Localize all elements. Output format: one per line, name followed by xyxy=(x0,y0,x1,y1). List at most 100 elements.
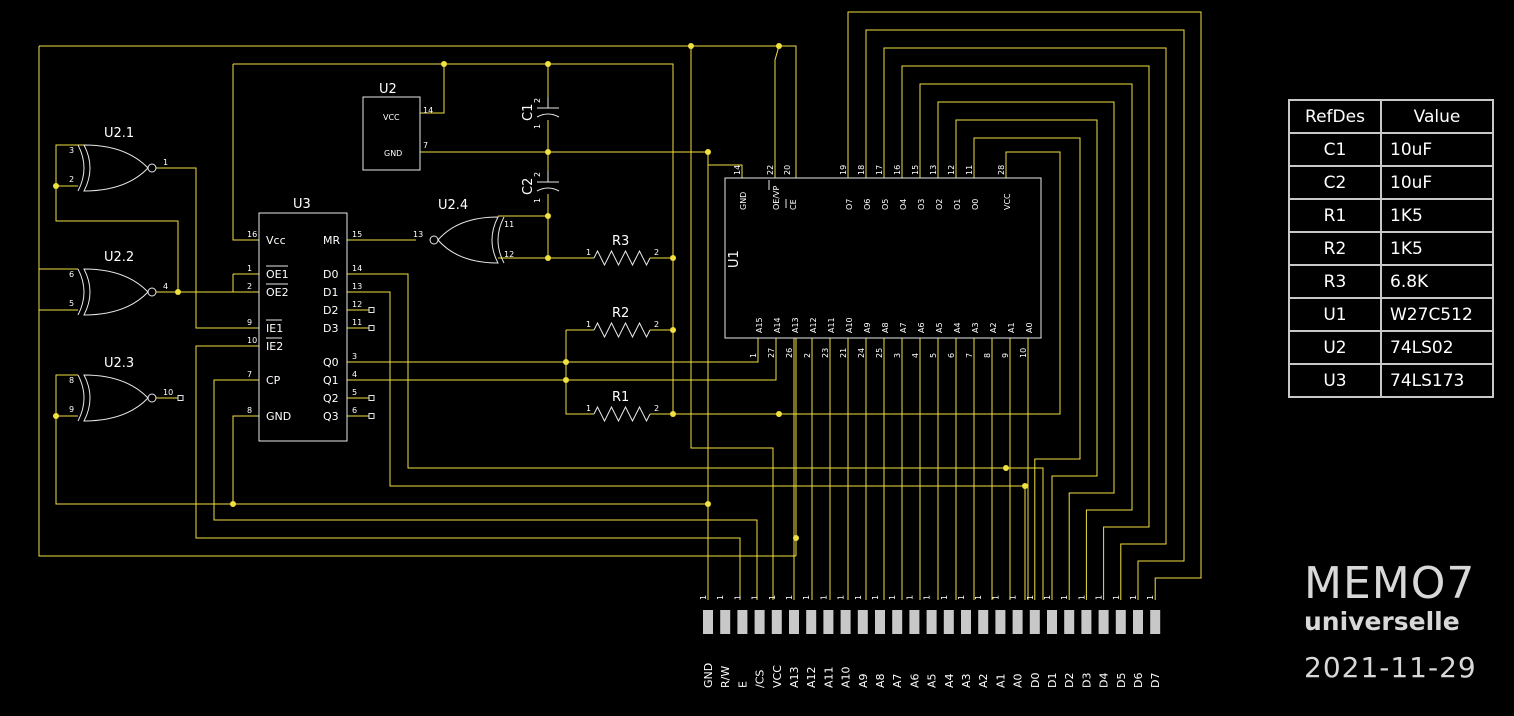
bom-refdes-cell: U2 xyxy=(1288,330,1382,365)
connector-pin-number: 1 xyxy=(837,595,846,600)
u1-top-pin-label: O6 xyxy=(863,199,872,210)
wire xyxy=(919,83,1133,600)
u3-right-pin-label: D1 xyxy=(323,286,338,299)
u3-right-pin-label: MR xyxy=(323,234,340,247)
connector-pin xyxy=(995,610,1006,634)
junction-dot xyxy=(776,411,782,417)
connector-pin-label: A1 xyxy=(994,673,1007,688)
connector-pin-number: 1 xyxy=(871,595,880,600)
connector-pin-label: E xyxy=(736,681,749,688)
connector-pin-label: GND xyxy=(702,663,715,688)
connector-pin-label: D0 xyxy=(1029,673,1042,688)
connector-pin xyxy=(806,610,817,634)
connector-pin xyxy=(943,610,954,634)
gate-u2-4-back-curve xyxy=(497,216,505,264)
gate-u2-2-pin: 6 xyxy=(69,270,74,279)
connector-pin xyxy=(1029,610,1040,634)
u1-bottom-pin-number: 26 xyxy=(785,348,794,358)
u1-top-pin-label: O3 xyxy=(917,199,926,210)
u1-bottom-pin-number: 27 xyxy=(767,348,776,358)
gate-u2-1-body xyxy=(83,144,149,192)
u1-bottom-pin-label: A0 xyxy=(1025,322,1034,333)
u1-bottom-pin-number: 9 xyxy=(1001,353,1010,358)
u3-right-pin-number: 14 xyxy=(352,264,362,273)
connector-pin xyxy=(771,610,782,634)
u3-right-pin-number: 6 xyxy=(352,406,357,415)
labels: 1GND1R/W1E1/CS1VCC1A131A121A111A101A91A8… xyxy=(69,82,1162,688)
connector-pin-number: 1 xyxy=(819,595,828,600)
bom-value-cell: 74LS02 xyxy=(1380,330,1494,365)
connector-pin-label: A5 xyxy=(926,673,939,688)
wire xyxy=(55,374,708,505)
u1-bottom-pin-label: A3 xyxy=(971,322,980,333)
u1-top-pin-number: 14 xyxy=(733,165,742,175)
bom-value-cell: 10uF xyxy=(1380,132,1494,167)
wire xyxy=(774,45,780,178)
connector-pin xyxy=(1081,610,1092,634)
gate-u2-2-pin: 5 xyxy=(69,299,74,308)
cap-c2-refdes: C2 xyxy=(521,178,536,195)
junction-dot xyxy=(793,535,799,541)
bom-refdes-cell: C2 xyxy=(1288,165,1382,200)
u1-bottom-pin-number: 2 xyxy=(803,353,812,358)
u2-pin-number: 7 xyxy=(423,141,428,150)
connector-pin xyxy=(875,610,885,634)
connector-pin-label: A2 xyxy=(977,673,990,688)
u1-bottom-pin-label: A7 xyxy=(899,322,908,333)
connector-pin-number: 1 xyxy=(1077,595,1086,600)
connector-pin xyxy=(1150,610,1161,634)
connector-pin xyxy=(720,610,731,634)
connector-pin-label: /CS xyxy=(754,670,767,688)
title-block: MEMO7 universelle 2021-11-29 xyxy=(1304,560,1494,684)
bom-value-cell: 10uF xyxy=(1380,165,1494,200)
u1-bottom-pin-label: A9 xyxy=(863,322,872,333)
u1-bottom-pin-number: 5 xyxy=(929,353,938,358)
u1-bottom-pin-label: A2 xyxy=(989,322,998,333)
junction-dot xyxy=(563,377,569,383)
junction-dot xyxy=(563,359,569,365)
gate-u2-2-pin: 4 xyxy=(163,282,168,291)
wire xyxy=(955,119,1098,600)
u1-body xyxy=(724,177,1042,339)
u1-bottom-pin-label: A12 xyxy=(809,317,818,333)
wire xyxy=(883,47,1167,600)
u1-top-pin-number: 22 xyxy=(766,165,775,175)
connector-pin-label: A12 xyxy=(805,666,818,688)
wire xyxy=(213,379,758,600)
junction-dot xyxy=(230,501,236,507)
connector-pin-number: 1 xyxy=(1026,595,1035,600)
gate-u2-3-pin: 8 xyxy=(69,376,74,385)
gate-u2-2-body xyxy=(83,268,149,316)
u2-refdes: U2 xyxy=(379,82,397,97)
connector-pin-label: D2 xyxy=(1063,673,1076,688)
unused-pin-mark xyxy=(368,307,375,313)
wire xyxy=(347,338,777,381)
u3-right-pin-label: D2 xyxy=(323,304,338,317)
u1-bottom-pin-label: A11 xyxy=(827,317,836,333)
cap-c2-pin: 2 xyxy=(533,172,542,177)
connector-pin xyxy=(737,610,748,634)
connector-pin-number: 1 xyxy=(854,595,863,600)
u3-right-pin-number: 13 xyxy=(352,282,362,291)
bom-refdes-cell: C1 xyxy=(1288,132,1382,167)
wire xyxy=(152,167,259,329)
u3-right-pin-number: 4 xyxy=(352,370,357,379)
u1-bottom-pin-number: 8 xyxy=(983,353,992,358)
u1-bottom-pin-number: 6 xyxy=(947,353,956,358)
connector-pin-number: 1 xyxy=(733,595,742,600)
u1-top-pin-number: 28 xyxy=(997,165,1006,175)
u1-bottom-pin-label: A14 xyxy=(773,317,782,333)
u1-bottom-pin-number: 10 xyxy=(1019,348,1028,358)
u3-left-pin-label: OE1 xyxy=(266,268,289,281)
connector-pin-label: A8 xyxy=(874,673,887,688)
wire xyxy=(55,144,179,292)
u3-right-pin-label: Q3 xyxy=(323,410,339,423)
cap-c1-refdes: C1 xyxy=(521,104,536,121)
junction-dot xyxy=(1003,465,1009,471)
wire xyxy=(565,330,594,415)
connector-pin-number: 1 xyxy=(785,595,794,600)
gate-u2-1-refdes: U2.1 xyxy=(104,126,134,141)
